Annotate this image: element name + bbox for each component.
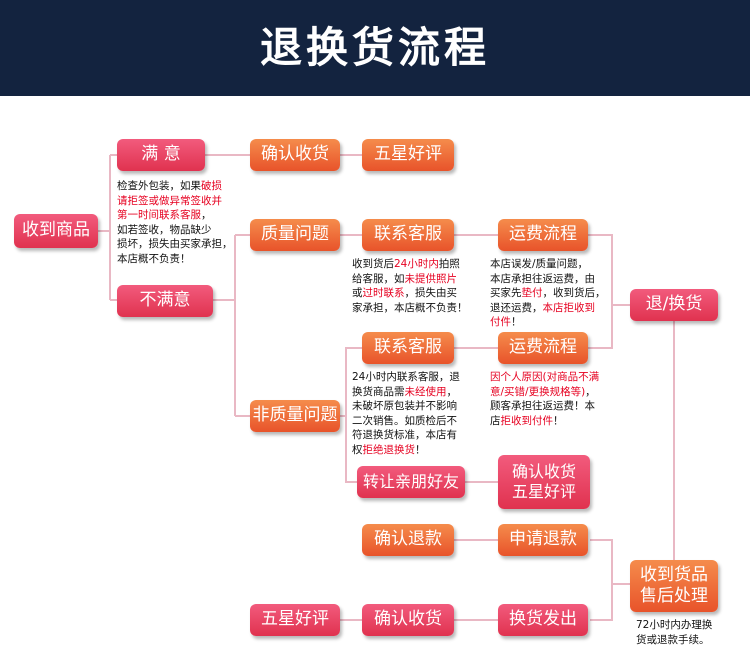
node-confirm-refund: 确认退款 <box>362 524 454 556</box>
page-title: 退换货流程 <box>259 23 490 72</box>
node-apply-refund: 申请退款 <box>498 524 588 556</box>
node-contact-cs-2: 联系客服 <box>362 332 454 364</box>
node-exchange-ship: 换货发出 <box>498 604 588 636</box>
connector-shipping-return <box>588 234 630 349</box>
node-after-sale: 收到货品 售后处理 <box>630 560 718 612</box>
node-return-exchange: 退/换货 <box>630 289 718 321</box>
node-contact-cs-1: 联系客服 <box>362 219 454 251</box>
node-five-star-2: 五星好评 <box>250 604 340 636</box>
connector-aftersale-branches <box>590 539 630 621</box>
note-quality-shipping: 本店误发/质量问题， 本店承担往返运费，由 买家先垫付，收到货后， 退还运费，本… <box>490 258 606 329</box>
note-inspect-package: 检查外包装，如果破损 请拒签或做异常签收并 第一时间联系客服， 如若签收，物品缺… <box>117 180 233 265</box>
node-confirm-receipt-star: 确认收货 五星好评 <box>498 455 590 509</box>
header-banner: 退换货流程 <box>0 0 750 96</box>
node-non-quality-issue: 非质量问题 <box>250 400 340 432</box>
node-satisfied: 满 意 <box>117 139 205 171</box>
node-shipping-flow-1: 运费流程 <box>498 219 588 251</box>
node-shipping-flow-2: 运费流程 <box>498 332 588 364</box>
connector-received-branches <box>97 154 117 301</box>
node-confirm-receipt-1: 确认收货 <box>250 139 340 171</box>
node-confirm-receipt-2: 确认收货 <box>362 604 454 636</box>
node-quality-issue: 质量问题 <box>250 219 340 251</box>
connector-nonquality-contact <box>340 347 362 483</box>
note-nonquality-shipping: 因个人原因(对商品不满 意/买错/更换规格等)， 顾客承担往返运费！本 店拒收到… <box>490 371 600 427</box>
note-nonquality-contact: 24小时内联系客服，退 换货商品需未经使用， 未破坏原包装并不影响 二次销售。如… <box>352 371 460 456</box>
node-transfer-friends: 转让亲朋好友 <box>357 466 465 498</box>
node-received: 收到商品 <box>14 214 98 248</box>
node-unsatisfied: 不满意 <box>117 285 213 317</box>
node-five-star-1: 五星好评 <box>362 139 454 171</box>
note-refund-time: 72小时内办理换 货或退款手续。 <box>636 619 713 646</box>
connector-unsatisfied-branches <box>213 234 250 417</box>
note-quality-contact: 收到货后24小时内拍照 给客服，如未提供照片 或过时联系，损失由买 家承担，本店… <box>352 258 468 314</box>
